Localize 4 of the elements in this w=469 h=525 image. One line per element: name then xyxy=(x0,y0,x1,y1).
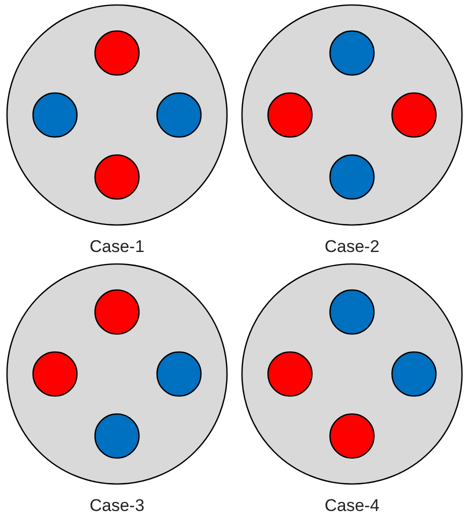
case-caption: Case-1 xyxy=(90,237,144,257)
case-caption: Case-3 xyxy=(90,496,144,516)
case-caption: Case-4 xyxy=(324,496,380,516)
case-caption: Case-2 xyxy=(324,237,380,257)
